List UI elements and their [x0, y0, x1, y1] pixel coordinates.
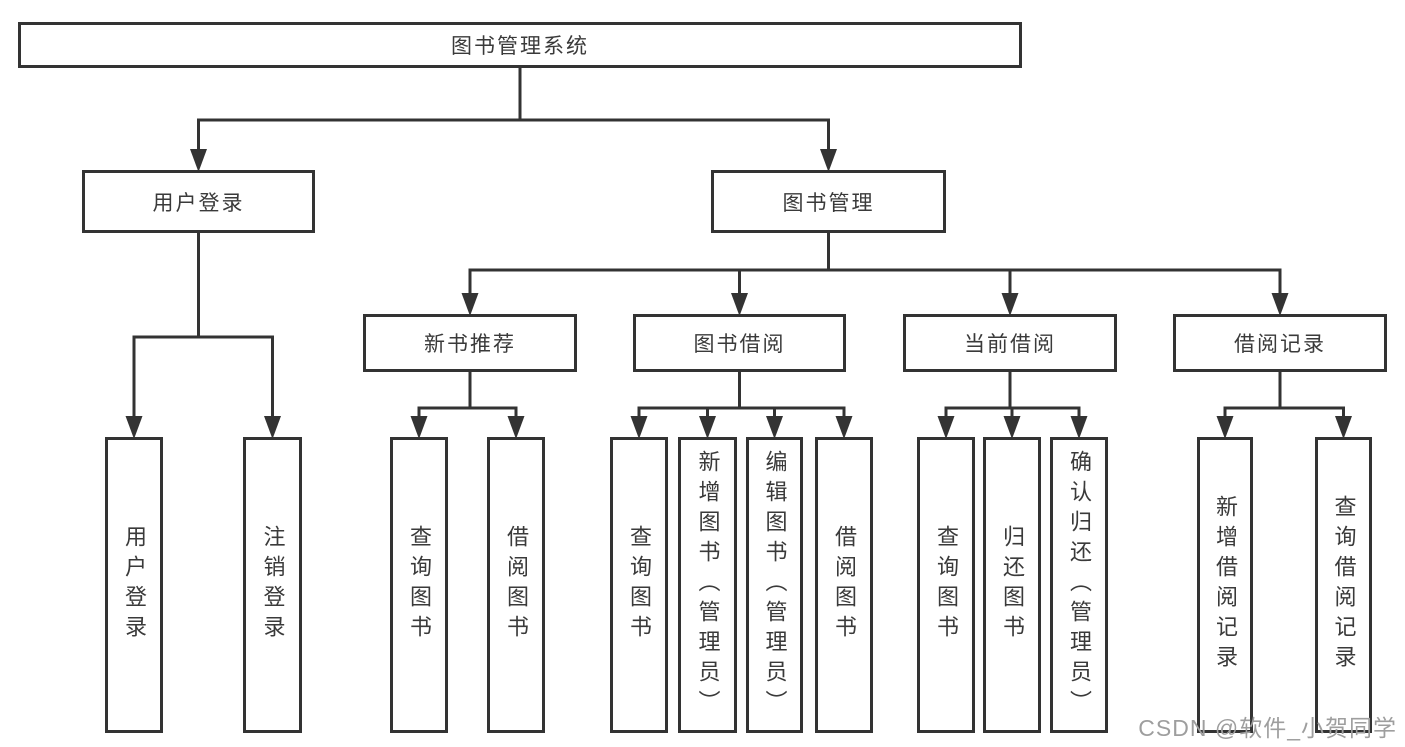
- node-label-nb-query: 查询图书: [407, 525, 432, 645]
- node-label-b-query: 查询图书: [627, 525, 652, 645]
- node-label-b-edit: 编辑图书（管理员）: [762, 450, 788, 720]
- diagram-node-login: 用户登录: [82, 170, 315, 233]
- node-label-c-query: 查询图书: [934, 525, 959, 645]
- node-label-new-books: 新书推荐: [424, 333, 516, 356]
- diagram-node-nb-borrow: 借阅图书: [487, 437, 545, 733]
- diagram-node-l-user-login: 用户登录: [105, 437, 163, 733]
- node-label-root: 图书管理系统: [451, 35, 589, 58]
- diagram-node-new-books: 新书推荐: [363, 314, 577, 372]
- connector-arrowhead: [766, 416, 783, 439]
- node-label-records: 借阅记录: [1234, 333, 1326, 356]
- connector-arrowhead: [410, 416, 428, 439]
- diagram-node-b-edit: 编辑图书（管理员）: [746, 437, 803, 733]
- diagram-node-c-return: 归还图书: [983, 437, 1041, 733]
- diagram-node-current: 当前借阅: [903, 314, 1117, 372]
- node-label-l-logout: 注销登录: [260, 525, 286, 645]
- node-label-b-borrow: 借阅图书: [832, 525, 857, 645]
- node-label-r-add: 新增借阅记录: [1213, 495, 1238, 675]
- diagram-node-nb-query: 查询图书: [390, 437, 448, 733]
- diagram-node-root: 图书管理系统: [18, 22, 1022, 68]
- diagram-node-r-add: 新增借阅记录: [1197, 437, 1253, 733]
- node-label-nb-borrow: 借阅图书: [504, 525, 529, 645]
- connector-arrowhead: [630, 416, 648, 439]
- connector-arrowhead: [264, 416, 281, 439]
- connector-arrowhead: [190, 149, 207, 172]
- node-label-c-return: 归还图书: [1000, 525, 1025, 645]
- diagram-node-b-borrow: 借阅图书: [815, 437, 873, 733]
- connector-arrowhead: [125, 416, 143, 439]
- diagram-node-l-logout: 注销登录: [243, 437, 302, 733]
- node-label-l-user-login: 用户登录: [122, 525, 147, 645]
- connector-arrowhead: [1271, 293, 1289, 316]
- node-label-borrow: 图书借阅: [693, 333, 786, 356]
- node-label-current: 当前借阅: [964, 333, 1056, 356]
- node-label-r-query: 查询借阅记录: [1331, 495, 1357, 675]
- node-label-c-confirm: 确认归还（管理员）: [1067, 450, 1092, 720]
- connector-arrowhead: [1003, 416, 1021, 439]
- node-label-login: 用户登录: [152, 191, 245, 215]
- diagram-node-r-query: 查询借阅记录: [1315, 437, 1372, 733]
- connector-arrowhead: [461, 293, 479, 316]
- diagram-node-records: 借阅记录: [1173, 314, 1387, 372]
- connector-arrowhead: [820, 149, 837, 172]
- connector-arrowhead: [1335, 416, 1352, 439]
- connector-arrowhead: [1216, 416, 1234, 439]
- diagram-node-borrow: 图书借阅: [633, 314, 846, 372]
- connector-arrowhead: [835, 416, 853, 439]
- connector-arrowhead: [731, 293, 748, 316]
- diagram-node-b-query: 查询图书: [610, 437, 668, 733]
- connector-arrowhead: [507, 416, 525, 439]
- connector-arrowhead: [1070, 416, 1088, 439]
- connector-arrowhead: [1001, 293, 1019, 316]
- diagram-node-c-confirm: 确认归还（管理员）: [1050, 437, 1108, 733]
- connector-arrowhead: [699, 416, 716, 439]
- diagram-node-mgmt: 图书管理: [711, 170, 946, 233]
- connector-arrowhead: [937, 416, 955, 439]
- node-label-mgmt: 图书管理: [782, 191, 875, 215]
- node-label-b-add: 新增图书（管理员）: [695, 450, 721, 720]
- diagram-node-b-add: 新增图书（管理员）: [678, 437, 737, 733]
- diagram-node-c-query: 查询图书: [917, 437, 975, 733]
